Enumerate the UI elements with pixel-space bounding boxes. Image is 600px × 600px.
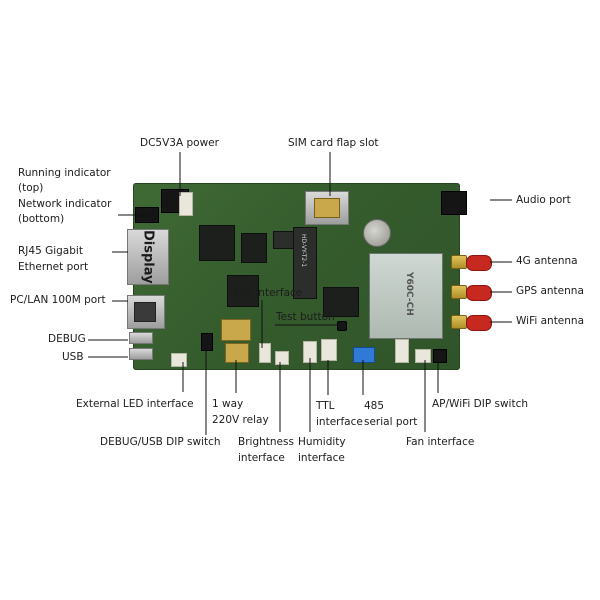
extra-connector	[395, 339, 409, 363]
dc-power-connector	[179, 192, 193, 216]
pc-lan-jack	[127, 295, 165, 329]
label-running-indicator-sub: (top)	[18, 182, 44, 194]
sub-chip	[323, 287, 359, 317]
coin-battery	[363, 219, 391, 247]
label-rj45-line1: RJ45 Gigabit	[18, 245, 83, 257]
sim-card-slot	[305, 191, 349, 225]
memory-chip	[241, 233, 267, 263]
label-network-indicator: Network indicator	[18, 198, 112, 210]
label-rj45-line2: Ethernet port	[18, 261, 89, 273]
label-brightness-line2: interface	[238, 452, 285, 464]
label-fan-interface: Fan interface	[406, 436, 475, 448]
label-brightness-line1: Brightness	[238, 436, 294, 448]
humidity-connector	[303, 341, 317, 363]
485-terminal	[353, 347, 375, 363]
label-485-line2: serial port	[364, 416, 418, 428]
label-audio-port: Audio port	[516, 194, 571, 206]
relay-component	[221, 319, 251, 341]
label-pc-lan: PC/LAN 100M port	[10, 294, 106, 306]
display-marking: Display	[140, 230, 156, 284]
brightness-connector	[275, 351, 289, 365]
label-gps-antenna: GPS antenna	[516, 285, 584, 297]
label-4g-antenna: 4G antenna	[516, 255, 578, 267]
label-relay-line1: 1 way	[212, 398, 244, 410]
label-humidity-line1: Humidity	[298, 436, 346, 448]
sma-wifi	[451, 315, 467, 329]
usb-port	[129, 348, 153, 360]
gps-antenna	[466, 285, 492, 301]
relay-terminal	[225, 343, 249, 363]
label-ap-wifi-dip: AP/WiFi DIP switch	[432, 398, 529, 410]
4g-antenna	[466, 255, 492, 271]
wifi-antenna	[466, 315, 492, 331]
label-ttl-line2: interface	[316, 416, 363, 428]
label-232-interface: 232 interface	[232, 287, 303, 299]
debug-usb-dip	[201, 333, 213, 351]
board-silkscreen: HD-VY-T2-1	[300, 234, 307, 268]
module-marking: Y60C-CH	[404, 272, 414, 316]
controller-board: Display HD-VY-T2-1 Y60C-CH	[127, 183, 467, 370]
232-connector	[259, 343, 271, 363]
label-debug: DEBUG	[48, 333, 86, 345]
audio-jack	[441, 191, 467, 215]
label-sim-slot: SIM card flap slot	[288, 137, 379, 149]
4g-module: Y60C-CH	[369, 253, 443, 339]
label-ttl-line1: TTL	[316, 400, 335, 412]
sma-gps	[451, 285, 467, 299]
board-silkscreen-chip: HD-VY-T2-1	[293, 227, 317, 299]
debug-port	[129, 332, 153, 344]
main-processor	[199, 225, 235, 261]
label-relay-line2: 220V relay	[212, 414, 269, 426]
label-test-button: Test button	[276, 311, 335, 323]
fan-connector	[415, 349, 431, 363]
label-usb: USB	[62, 351, 84, 363]
label-485-line1: 485	[364, 400, 385, 412]
label-humidity-line2: interface	[298, 452, 345, 464]
controller-chip	[227, 275, 259, 307]
ap-wifi-dip	[433, 349, 447, 363]
indicator-leds	[135, 207, 159, 223]
label-wifi-antenna: WiFi antenna	[516, 315, 585, 327]
label-debug-usb-dip: DEBUG/USB DIP switch	[100, 436, 221, 448]
rj45-gigabit-jack: Display	[127, 229, 169, 285]
sma-4g	[451, 255, 467, 269]
label-network-indicator-sub: (bottom)	[18, 213, 65, 225]
external-led-connector	[171, 353, 187, 367]
ttl-connector	[321, 339, 337, 361]
label-running-indicator: Running indicator	[18, 167, 111, 179]
test-button	[337, 321, 347, 331]
label-external-led: External LED interface	[76, 398, 194, 410]
label-dc-power: DC5V3A power	[140, 137, 219, 149]
